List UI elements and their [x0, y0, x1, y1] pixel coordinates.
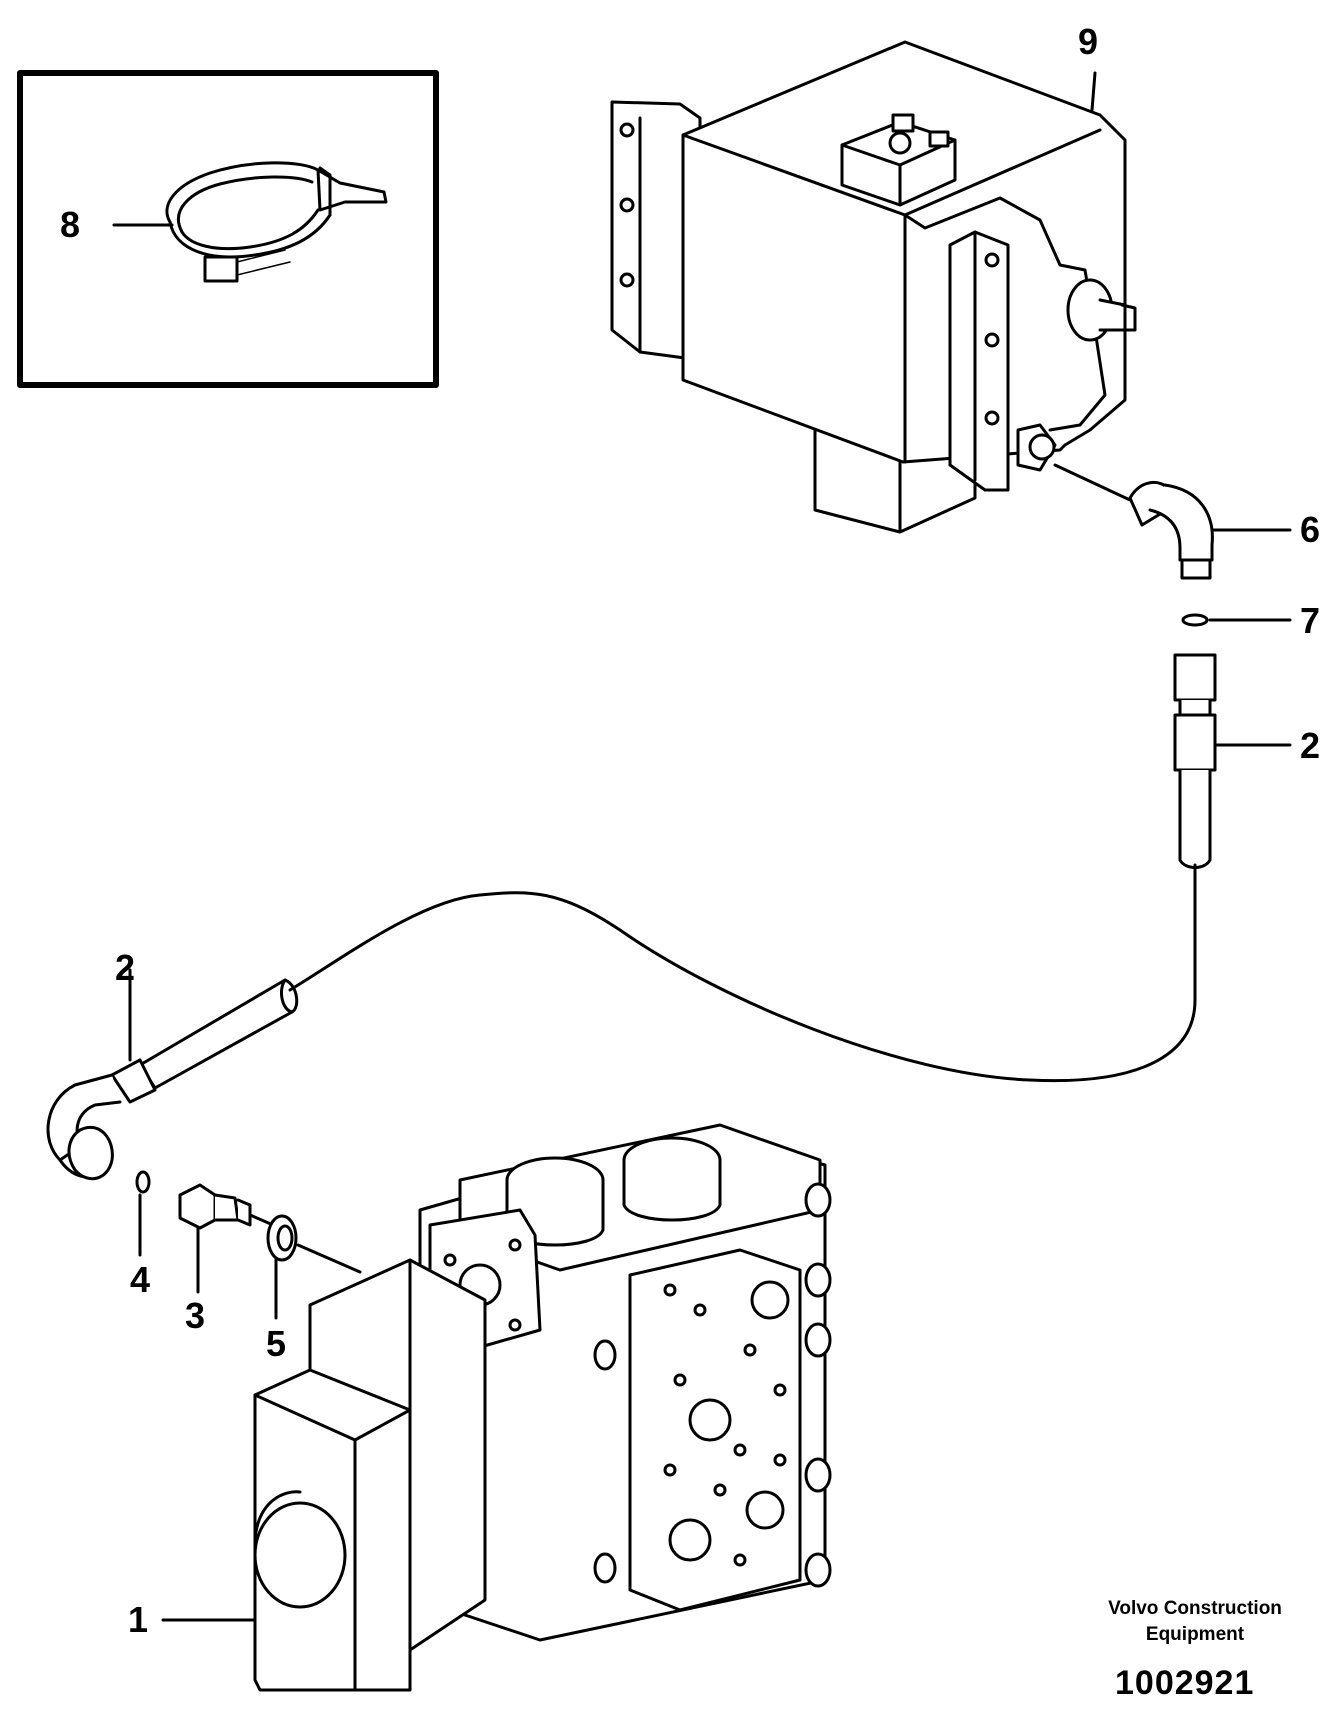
- callout-9: 9: [1078, 21, 1099, 62]
- callout-4: 4: [130, 1259, 151, 1300]
- callout-2-upper: 2: [1300, 725, 1321, 766]
- cable-tie-drawing: [165, 161, 388, 283]
- callout-8: 8: [60, 204, 81, 245]
- callout-1: 1: [128, 1599, 149, 1640]
- callout-7: 7: [1300, 600, 1321, 641]
- hose-end-upper: [288, 653, 1292, 1083]
- manufacturer-credit: Volvo Construction Equipment: [1090, 1596, 1300, 1648]
- drawing-number: 1002921: [1115, 1664, 1255, 1702]
- adapter-3: [178, 1183, 282, 1294]
- callout-2-lower: 2: [115, 947, 136, 988]
- credit-line-1: Volvo Construction: [1108, 1598, 1282, 1619]
- hose-end-lower: [46, 968, 299, 1181]
- callout-5: 5: [266, 1323, 287, 1364]
- o-ring-7: [1181, 613, 1292, 627]
- washer-5: [266, 1214, 362, 1320]
- elbow-fitting: [1053, 463, 1292, 580]
- leader-9: [1090, 71, 1097, 112]
- callout-6: 6: [1300, 509, 1321, 550]
- o-ring-4: [135, 1170, 151, 1257]
- tank-assembly: [610, 40, 1137, 534]
- credit-line-2: Equipment: [1145, 1624, 1245, 1645]
- inset-cable-tie: [17, 70, 439, 388]
- callout-3: 3: [185, 1295, 206, 1336]
- valve-body: [161, 1123, 832, 1692]
